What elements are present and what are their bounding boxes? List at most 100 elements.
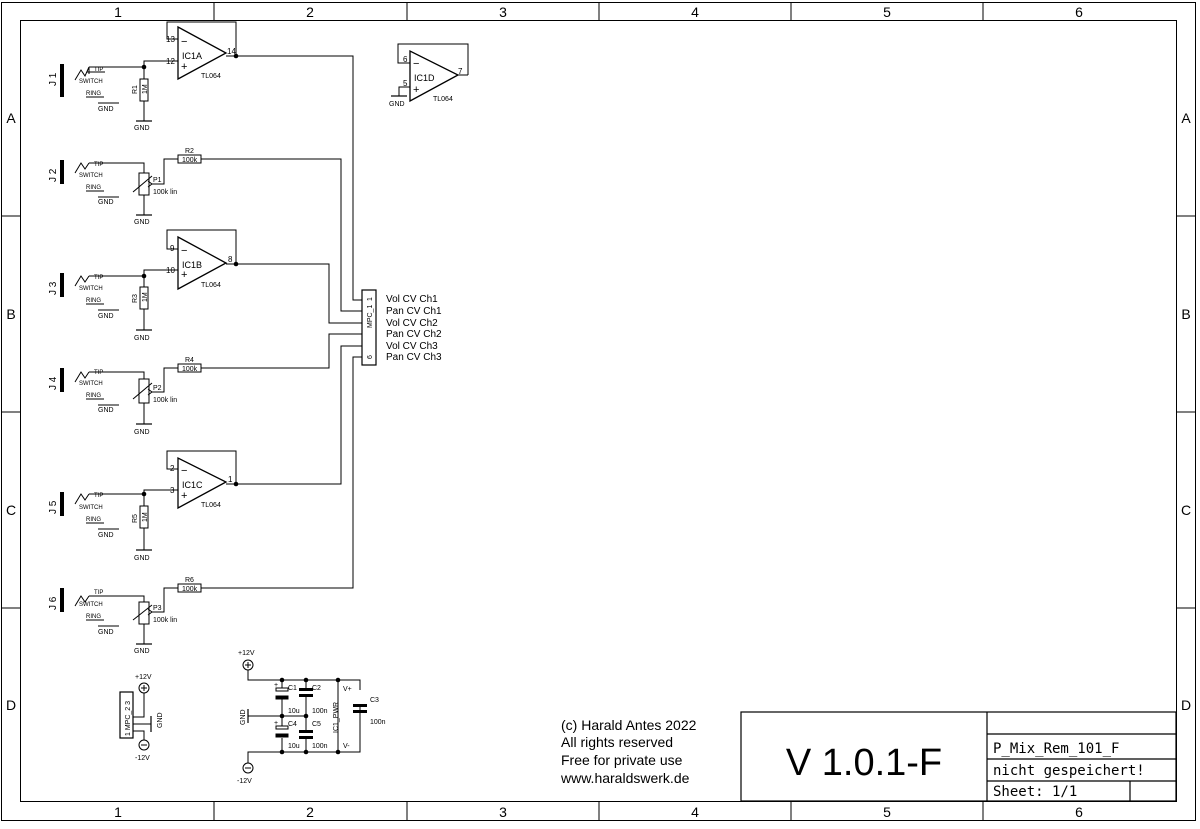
resistor-value: 1M	[142, 84, 149, 94]
opamp-value: TL064	[201, 73, 221, 80]
tip-label: TIP	[94, 162, 103, 168]
svg-text:+: +	[274, 720, 278, 727]
resistor-ref: R2	[185, 148, 194, 155]
pin-number: 7	[458, 67, 463, 76]
connector-signal: Pan CV Ch3	[386, 352, 442, 363]
opamp-value: TL064	[433, 96, 453, 103]
opamp-ref: IC1C	[182, 480, 203, 490]
pot-value: 100k lin	[153, 397, 177, 404]
tip-label: TIP	[94, 590, 103, 596]
power-pin-label: V-	[343, 743, 350, 750]
switch-label: SWITCH	[79, 505, 103, 511]
column-label: 6	[1075, 4, 1083, 20]
gnd-label: GND	[240, 709, 247, 725]
column-label: 5	[883, 804, 891, 820]
jack-j3: J 3 TIP SWITCH RING GND	[48, 273, 119, 320]
connector-signal: Vol CV Ch2	[386, 318, 438, 329]
note-line: Free for private use	[561, 752, 683, 768]
file-name: P_Mix_Rem_101_F	[993, 741, 1119, 757]
row-labels-left: A B C D	[6, 110, 16, 713]
jack-j6: J 6 TIP SWITCH RING GND	[48, 588, 119, 636]
ring-label: RING	[86, 185, 101, 191]
note-line: www.haraldswerk.de	[560, 770, 690, 786]
resistor-ref: R4	[185, 357, 194, 364]
jack-j1: J 1 TIP SWITCH RING GND	[48, 64, 119, 113]
jack-ref: J 6	[48, 596, 59, 610]
opamp-plus: +	[181, 61, 187, 73]
ic-power-ref: IC1_PWR	[333, 702, 340, 733]
column-label: 2	[306, 4, 314, 20]
gnd-label: GND	[134, 125, 150, 132]
resistor-value: 1M	[142, 512, 149, 522]
jack-ref: J 1	[48, 72, 59, 86]
opamp-minus: −	[181, 245, 187, 257]
ring-label: RING	[86, 614, 101, 620]
gnd-label: GND	[134, 429, 150, 436]
row-labels-right: A B C D	[1181, 110, 1191, 713]
opamp-plus: +	[413, 84, 419, 96]
pin-number: 13	[166, 35, 175, 44]
cap-ref: C1	[288, 685, 297, 692]
resistor-r4: R4 100k	[177, 357, 202, 373]
jack-ref: J 2	[48, 168, 59, 182]
cap-ref: C4	[288, 721, 297, 728]
power-pin-label: V+	[343, 686, 352, 693]
switch-label: SWITCH	[79, 173, 103, 179]
gnd-label: GND	[98, 106, 114, 113]
connector-signal: Pan CV Ch1	[386, 306, 442, 317]
resistor-ref: R1	[132, 85, 139, 94]
jack-ref: J 3	[48, 281, 59, 295]
opamp-ic1c: − + IC1C TL064 2 3 1	[170, 456, 233, 510]
opamp-ref: IC1A	[182, 51, 202, 61]
connector-signal: Vol CV Ch1	[386, 294, 438, 305]
gnd-label: GND	[134, 648, 150, 655]
resistor-r1: R1 1M	[132, 78, 149, 102]
potentiometer-p2: P2 100k lin	[132, 378, 177, 404]
note-line: All rights reserved	[561, 734, 673, 750]
ring-label: RING	[86, 298, 101, 304]
resistor-r6: R6 100k	[177, 577, 202, 593]
switch-label: SWITCH	[79, 381, 103, 387]
power-label: +12V	[135, 674, 152, 681]
pin-number: 8	[228, 255, 233, 264]
gnd-label: GND	[157, 712, 164, 728]
gnd-label: GND	[98, 532, 114, 539]
power-label: +12V	[238, 650, 255, 657]
cap-value: 10u	[288, 743, 300, 750]
cap-value: 100n	[370, 719, 386, 726]
tip-label: TIP	[94, 275, 103, 281]
ring-label: RING	[86, 91, 101, 97]
pin-number: 1	[228, 475, 233, 484]
pot-ref: P1	[153, 177, 162, 184]
opamp-ic1d: − + IC1D TL064 6 5 7	[403, 49, 468, 103]
jack-j2: J 2 TIP SWITCH RING GND	[48, 160, 119, 206]
svg-text:+: +	[274, 682, 278, 689]
sheet-number: Sheet: 1/1	[993, 784, 1077, 800]
gnd-label: GND	[98, 313, 114, 320]
connector-signal: Pan CV Ch2	[386, 329, 442, 340]
opamp-minus: −	[413, 58, 419, 70]
pot-value: 100k lin	[153, 617, 177, 624]
jack-j5: J 5 TIP SWITCH RING GND	[48, 492, 119, 539]
potentiometer-p1: P1 100k lin	[132, 172, 177, 196]
resistor-value: 100k	[182, 366, 198, 373]
tip-label: TIP	[94, 493, 103, 499]
resistor-ref: R6	[185, 577, 194, 584]
gnd-label: GND	[98, 629, 114, 636]
resistor-value: 100k	[182, 157, 198, 164]
pin-number: 2	[170, 464, 175, 473]
opamp-ref: IC1D	[414, 73, 435, 83]
ring-label: RING	[86, 393, 101, 399]
column-label: 5	[883, 4, 891, 20]
potentiometer-p3: P3 100k lin	[132, 601, 177, 625]
pin-number: 14	[227, 47, 236, 56]
jack-j4: J 4 TIP SWITCH RING GND	[48, 368, 119, 414]
connector-signal: Vol CV Ch3	[386, 341, 438, 352]
pin-number: 10	[166, 266, 175, 275]
switch-label: SWITCH	[79, 79, 103, 85]
jack-ref: J 5	[48, 500, 59, 514]
ring-label: RING	[86, 517, 101, 523]
opamp-ic1a: − + IC1A TL064 13 12 14	[166, 25, 236, 81]
opamp-value: TL064	[201, 502, 221, 509]
